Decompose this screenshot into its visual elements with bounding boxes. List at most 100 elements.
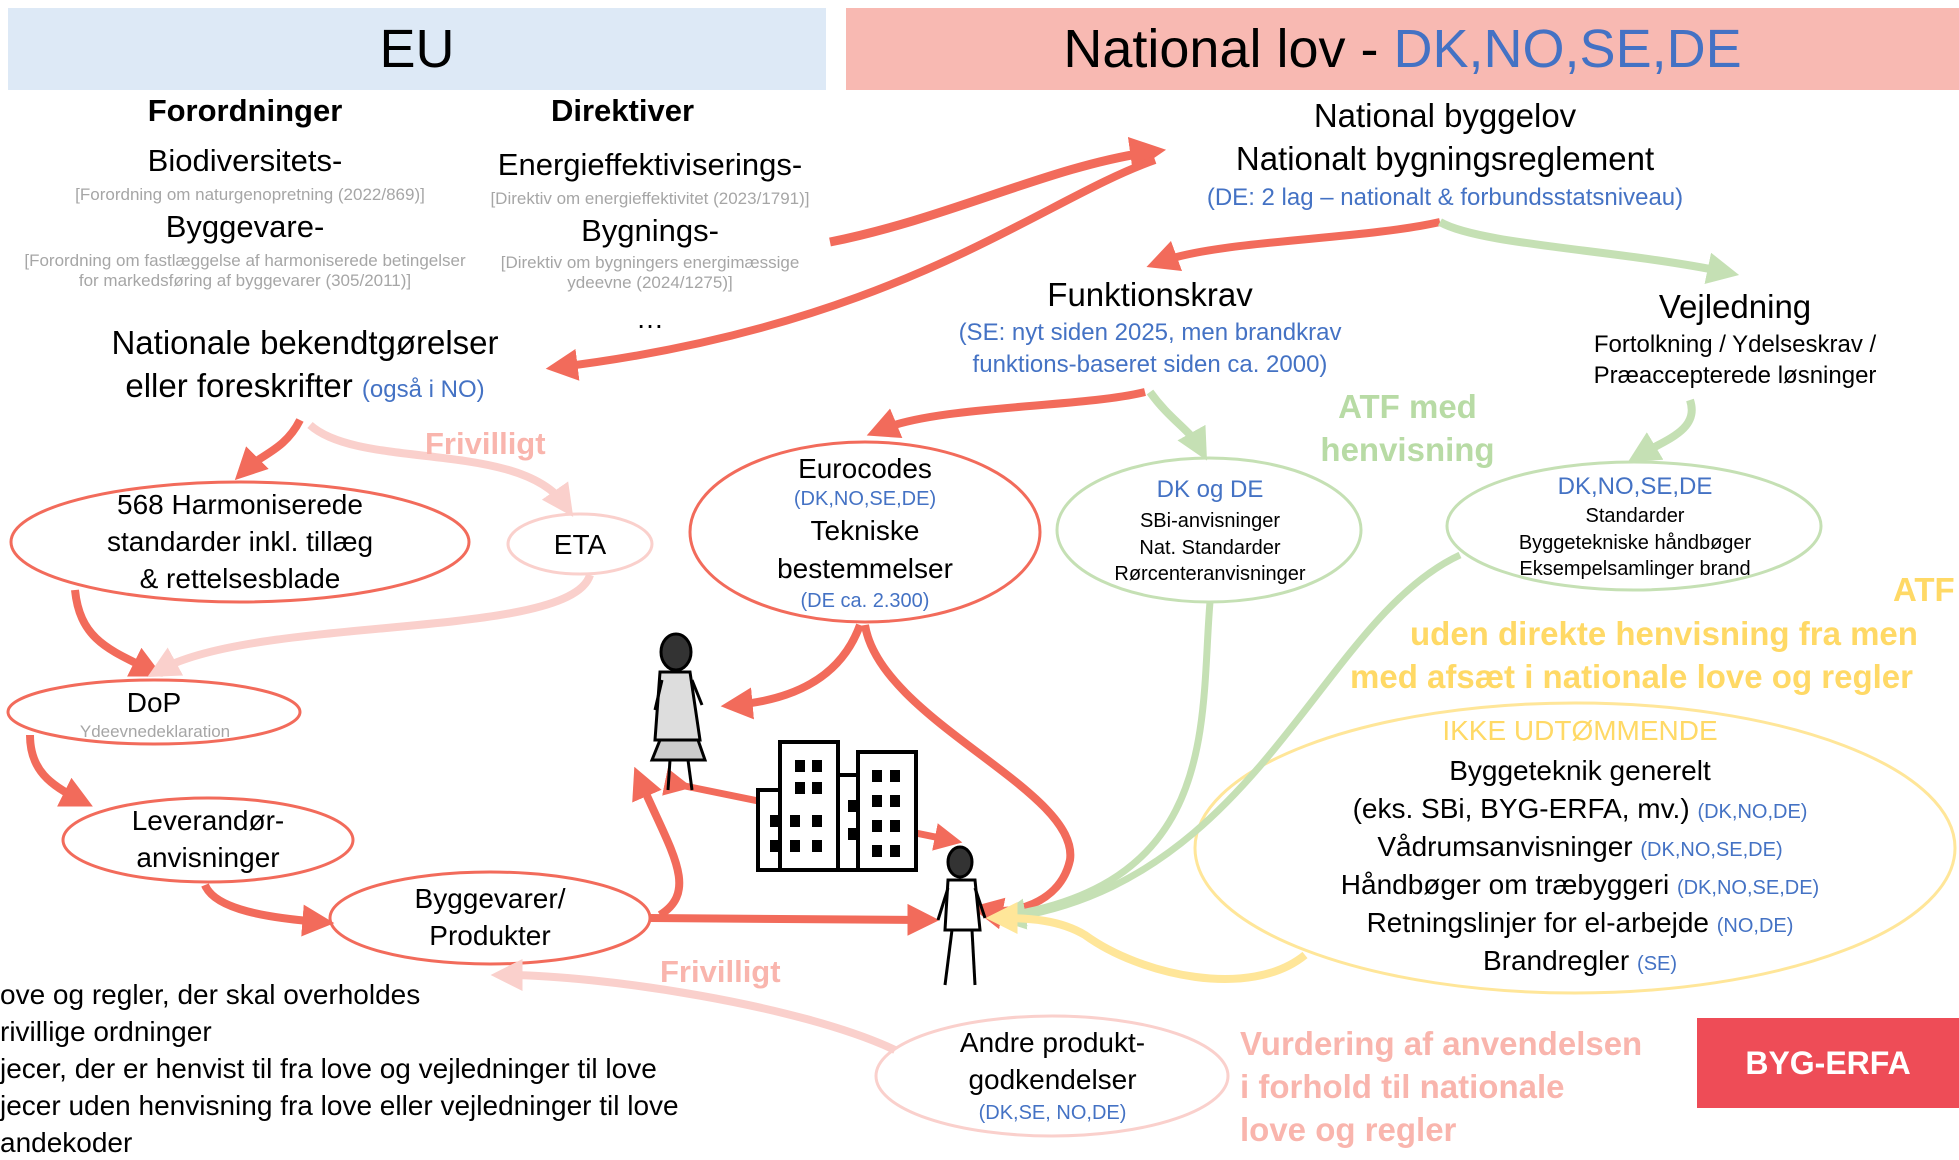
direktiv-energieffektivisering-ref: [Direktiv om energieffektivitet (2023/17… [490,189,810,208]
arrow-leverandor-to-byggevarer [201,883,335,937]
ikke-item-2-text: Vådrumsanvisninger [1377,831,1633,862]
national-law-countries: DK,NO,SE,DE [1393,19,1742,79]
ikke-item-2-tag: (DK,NO,SE,DE) [1640,839,1783,861]
arrow-all4-to-man [997,551,1462,930]
forordning-byggevare-ref-line2: for markedsføring af byggevarer (305/201… [78,271,412,290]
ikke-title: IKKE UDTØMMENDE [1442,715,1718,746]
harmoniserede-line2: standarder inkl. tillæg [106,526,374,557]
bekendtgoerelser-line2-wrap: eller foreskrifter (også i NO) [60,366,550,406]
eurocodes-line4: bestemmelser [777,553,953,584]
national-law-header-title: National lov - DK,NO,SE,DE [846,22,1959,76]
ikke-item-0-text: Byggeteknik generelt [1449,755,1711,786]
ikke-item-1-tag: (DK,NO,DE) [1697,801,1808,823]
arrow-national-to-funktionskrav [1146,218,1441,271]
ikke-item-1-text: (eks. SBi, BYG-ERFA, mv.) [1352,793,1690,824]
direktiver-heading: Direktiver [550,93,695,128]
ikke-item-4-tag: (NO,DE) [1716,915,1794,937]
national-byggelov: National byggelov [1313,97,1577,134]
arrow-funktionskrav-to-eurocodes [866,388,1146,439]
direktiv-energieffektivisering: Energieffektiviserings- [497,147,803,182]
legend-line-3: jecer uden henvisning fra love eller vej… [0,1090,679,1121]
arrow-ikke-to-man [985,902,1308,983]
node-leverandor-ellipse [61,796,355,884]
eurocodes-line1: Eurocodes [798,453,932,484]
frivilligt-label-bottom: Frivilligt [660,954,781,989]
node-andre-ellipse [874,1014,1230,1138]
vejledning-line1: Fortolkning / Ydelseskrav / [1593,331,1877,358]
vejledning-line2: Præaccepterede løsninger [1593,362,1877,389]
vurdering-line1: Vurdering af anvendelsen [1240,1025,1643,1062]
nationalt-bygningsreglement: Nationalt bygningsreglement [1235,140,1655,177]
atf-med-line2: henvisning [1320,431,1495,468]
byggevarer-line1: Byggevarer/ [414,883,566,914]
andre-line1: Andre produkt- [959,1027,1146,1058]
ikke-item-0: Byggeteknik generelt [1260,754,1900,788]
arrow-vejledning-to-all4 [1627,398,1696,463]
vurdering-line3: love og regler [1240,1111,1457,1148]
bekendtgoerelser-line1: Nationale bekendtgørelser [111,324,499,361]
eurocodes-line2: (DK,NO,SE,DE) [793,488,937,510]
direktiver-ellipsis: … [636,303,664,334]
byggevarer-line2: Produkter [429,920,551,951]
dk-de-line3: Rørcenteranvisninger [1114,563,1306,585]
eu-header-title: EU [379,19,455,79]
ikke-item-3-tag: (DK,NO,SE,DE) [1676,877,1820,899]
byg-erfa-logo: BYG-ERFA [1697,1018,1959,1108]
atf-uden-line1: uden direkte henvisning fra men [1410,615,1918,652]
arrow-eu-to-national [829,136,1167,247]
all4-title: DK,NO,SE,DE [1557,473,1713,500]
atf-uden-line2: med afsæt i nationale love og regler [1350,658,1913,695]
all4-line3: Eksempelsamlinger brand [1519,558,1751,580]
direktiv-bygning-ref-line2: ydeevne (2024/1275)] [567,273,733,292]
ikke-item-3: Håndbøger om træbyggeri (DK,NO,SE,DE) [1260,868,1900,902]
node-dop-ellipse [6,678,302,746]
andre-line3: (DK,SE, NO,DE) [978,1102,1127,1124]
arrow-dk-de-to-man [997,601,1214,927]
arrow-national-to-vejledning [1438,218,1740,285]
funktionskrav-title: Funktionskrav [1047,276,1253,313]
all4-line2: Byggetekniske håndbøger [1518,532,1752,554]
node-harmoniserede-ellipse [9,480,471,604]
legend-line-0: ove og regler, der skal overholdes [0,979,421,1010]
woman-figure-icon [649,632,708,791]
ikke-item-5-tag: (SE) [1637,953,1678,975]
eurocodes-line5: (DE ca. 2.300) [800,590,930,612]
dop-sub: Ydeevnedeklaration [79,722,231,741]
ikke-item-1: (eks. SBi, BYG-ERFA, mv.) (DK,NO,DE) [1260,792,1900,826]
arrow-national-to-bekendtgoerelser [545,156,1157,381]
ikke-item-3-text: Håndbøger om træbyggeri [1340,869,1670,900]
national-law-prefix: National lov - [1063,19,1394,79]
forordning-byggevare-ref-line1: [Forordning om fastlæggelse af harmonise… [24,251,466,270]
buildings-icon [756,740,918,872]
bekendtgoerelser-note: (også i NO) [361,376,485,403]
node-eurocodes-ellipse [688,440,1042,624]
arrow-funktionskrav-to-dk-de [1146,389,1208,461]
arrow-byggevarer-to-man [649,903,940,936]
node-ikke-ellipse [1193,701,1957,995]
arrow-byggevarer-to-woman [632,766,684,919]
harmoniserede-line3: & rettelsesblade [139,563,341,594]
man-figure-icon [936,845,987,986]
arrow-andre-to-legend [490,959,897,1054]
eta-label: ETA [553,529,607,560]
atf-med-line1: ATF med [1338,388,1477,425]
ikke-item-4-text: Retningslinjer for el-arbejde [1366,907,1709,938]
dk-de-title: DK og DE [1156,476,1264,503]
arrow-eurocodes-to-woman [720,623,864,720]
eurocodes-line3: Tekniske [810,515,920,546]
national-law-header: National lov - DK,NO,SE,DE [846,8,1959,90]
forordninger-heading: Forordninger [147,93,343,128]
arrow-bekendtgoerelser-to-harmoniserede [234,418,304,481]
forordning-biodiversitet-ref: [Forordning om naturgenopretning (2022/8… [75,185,425,204]
national-de-note: (DE: 2 lag – nationalt & forbundsstatsni… [1206,184,1684,211]
legend-line-1: rivillige ordninger [0,1016,212,1047]
leverandor-line1: Leverandør- [131,805,285,836]
forordning-biodiversitet: Biodiversitets- [147,143,343,178]
andre-line2: godkendelser [968,1064,1137,1095]
legend-line-2: jecer, der er henvist til fra love og ve… [0,1053,657,1084]
funktionskrav-note-line1: (SE: nyt siden 2025, men brandkrav [958,319,1342,346]
vurdering-line2: i forhold til nationale [1240,1068,1565,1105]
funktionskrav-note-line2: funktions-baseret siden ca. 2000) [972,351,1328,378]
vejledning-title: Vejledning [1658,288,1812,325]
